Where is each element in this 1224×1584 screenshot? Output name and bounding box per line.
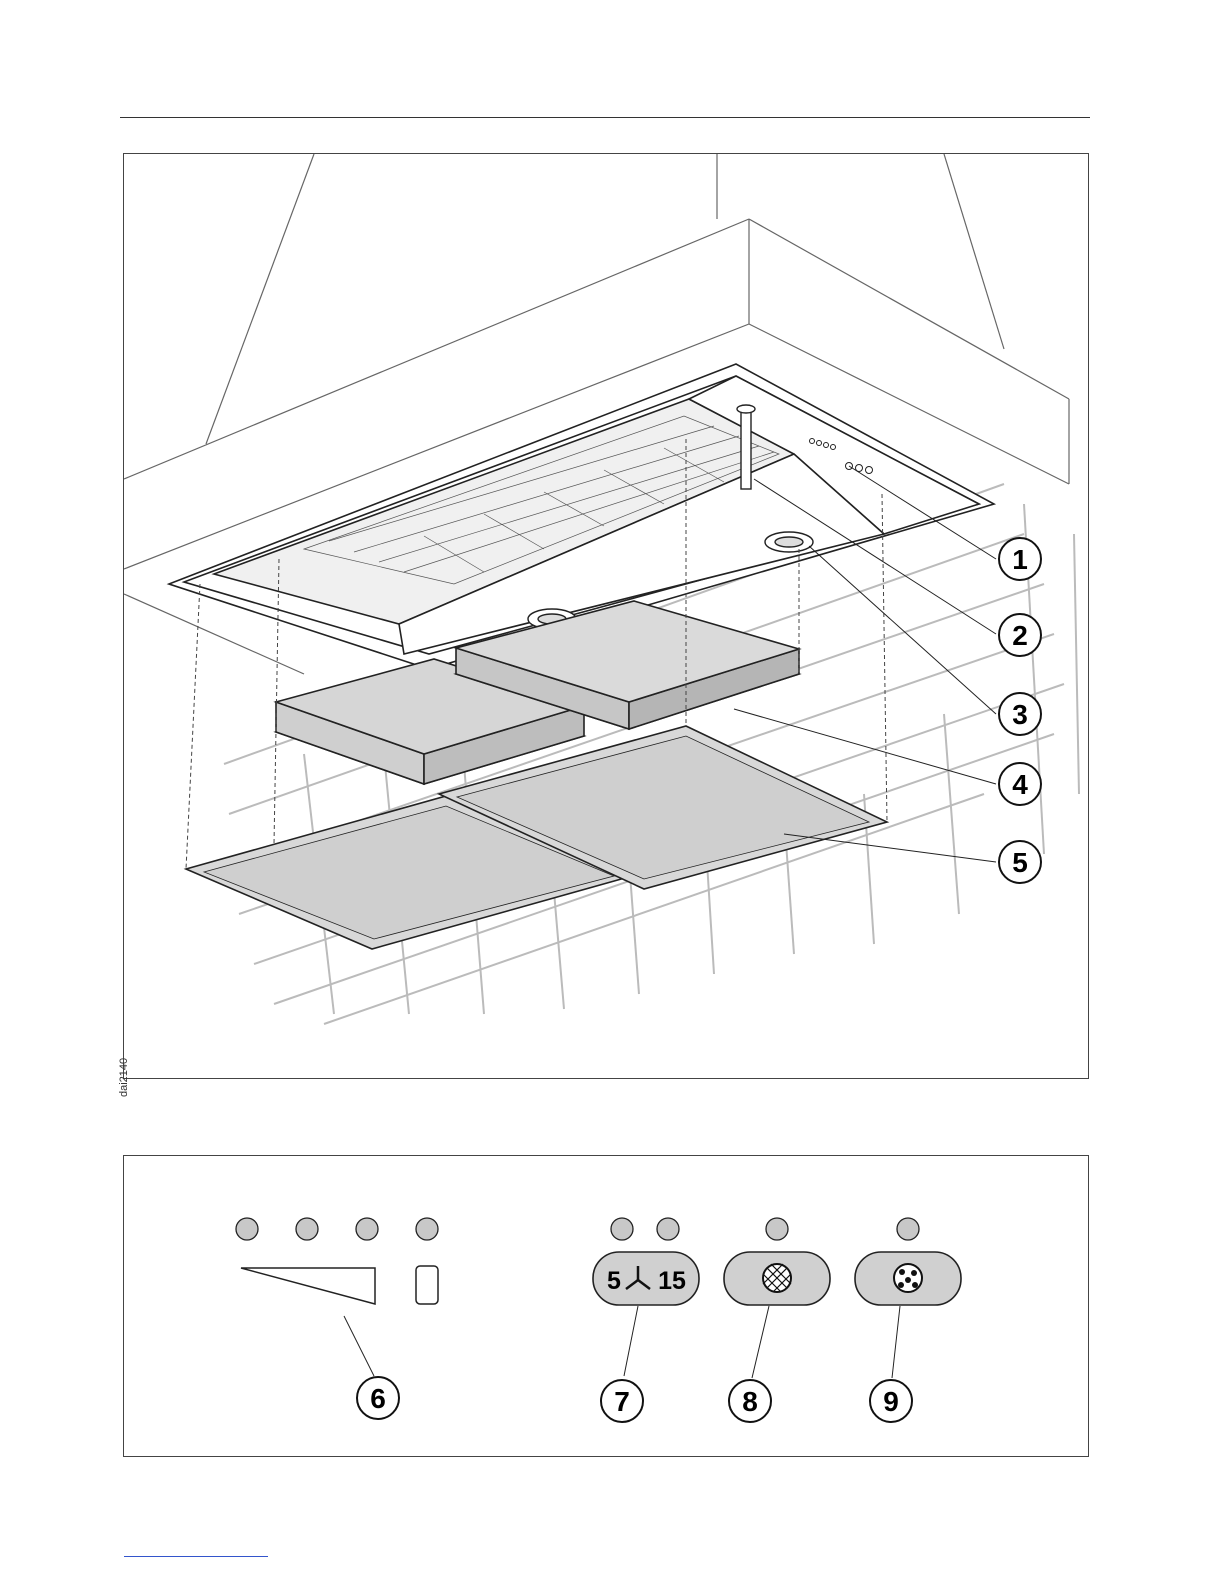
figure-reference: dai2140 <box>118 1058 130 1097</box>
led-timer-15 <box>657 1218 679 1240</box>
control-panel-view: 5 15 <box>123 1155 1089 1457</box>
speed-slider[interactable] <box>241 1268 375 1304</box>
callout-2: 2 <box>999 614 1041 656</box>
timer-15-label: 15 <box>658 1267 686 1295</box>
grease-filter-button[interactable] <box>724 1252 830 1305</box>
callout-1: 1 <box>999 538 1041 580</box>
svg-text:2: 2 <box>1012 620 1028 651</box>
led-charcoal-filter <box>897 1218 919 1240</box>
panel-callouts: 6 7 8 9 <box>357 1377 912 1422</box>
svg-text:8: 8 <box>742 1386 758 1417</box>
svg-text:4: 4 <box>1012 769 1028 800</box>
callout-3: 3 <box>999 693 1041 735</box>
led-speed-3 <box>356 1218 378 1240</box>
callout-5: 5 <box>999 841 1041 883</box>
light-switch[interactable] <box>416 1266 438 1304</box>
callout-6: 6 <box>357 1377 399 1419</box>
panel-leds <box>236 1218 919 1240</box>
hood-exploded-view: 1 2 3 4 5 <box>123 153 1089 1079</box>
led-speed-1 <box>236 1218 258 1240</box>
charcoal-icon <box>894 1264 922 1292</box>
hood-callouts: 1 2 3 4 5 <box>999 538 1041 883</box>
control-panel-illustration: 5 15 <box>124 1156 1090 1458</box>
timer-button[interactable]: 5 15 <box>593 1252 699 1305</box>
svg-text:3: 3 <box>1012 699 1028 730</box>
callout-8: 8 <box>729 1380 771 1422</box>
charcoal-filter-button[interactable] <box>855 1252 961 1305</box>
svg-text:1: 1 <box>1012 544 1028 575</box>
callout-9: 9 <box>870 1380 912 1422</box>
callout-4: 4 <box>999 763 1041 805</box>
led-grease-filter <box>766 1218 788 1240</box>
svg-text:7: 7 <box>614 1386 630 1417</box>
mesh-icon <box>763 1264 791 1292</box>
panel-leader-lines <box>344 1306 900 1378</box>
led-light <box>416 1218 438 1240</box>
callout-7: 7 <box>601 1380 643 1422</box>
timer-5-label: 5 <box>607 1267 621 1295</box>
svg-text:5: 5 <box>1012 847 1028 878</box>
svg-text:9: 9 <box>883 1386 899 1417</box>
svg-text:6: 6 <box>370 1383 386 1414</box>
hood-illustration: 1 2 3 4 5 <box>124 154 1090 1080</box>
led-timer-5 <box>611 1218 633 1240</box>
header-rule <box>120 117 1090 118</box>
footer-link-rule <box>124 1556 268 1557</box>
led-speed-2 <box>296 1218 318 1240</box>
